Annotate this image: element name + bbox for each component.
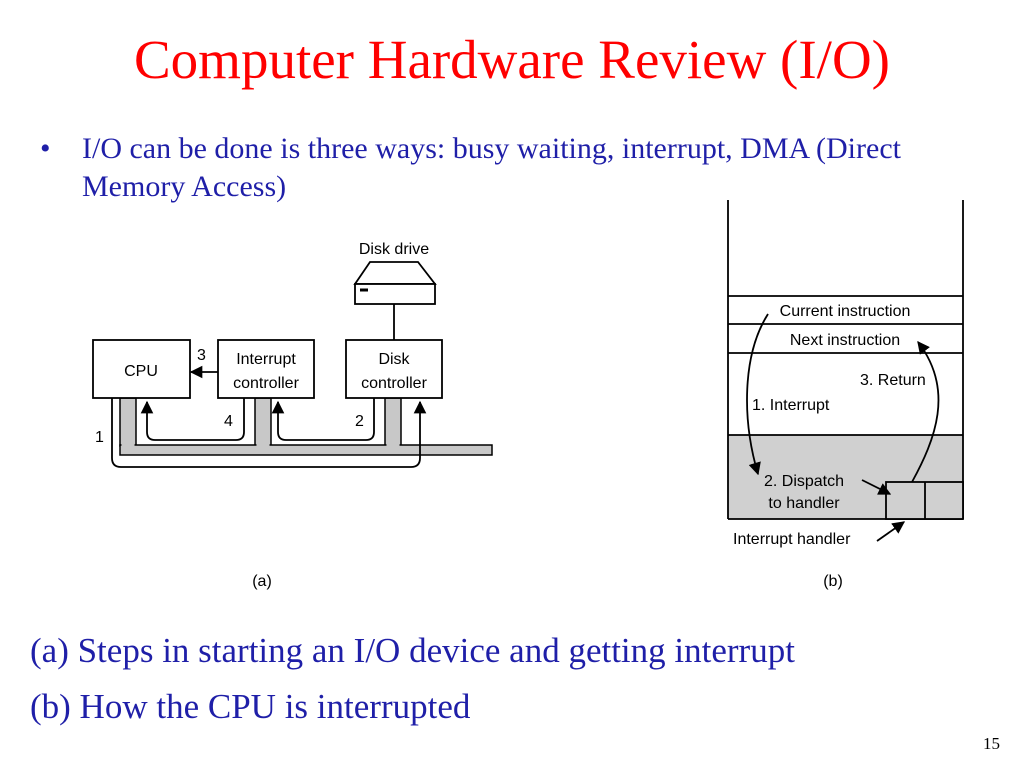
interrupt-handler-label: Interrupt handler bbox=[733, 531, 851, 548]
next-instruction-label: Next instruction bbox=[790, 332, 900, 349]
bullet-text: I/O can be done is three ways: busy wait… bbox=[82, 132, 901, 203]
caption-b: (b) How the CPU is interrupted bbox=[30, 687, 471, 726]
diagram-b: Current instruction Next instruction 1. … bbox=[727, 200, 964, 590]
interrupt-controller-label-2: controller bbox=[233, 375, 299, 392]
step-4-label: 4 bbox=[224, 413, 233, 430]
page-number: 15 bbox=[983, 734, 1000, 753]
arrow-interrupt-handler bbox=[876, 521, 906, 542]
disk-drive-icon bbox=[353, 261, 437, 305]
arrow-step-1 bbox=[111, 398, 427, 468]
interrupt-step-label: 1. Interrupt bbox=[752, 397, 830, 414]
disk-controller-box bbox=[345, 339, 443, 399]
current-instruction-label: Current instruction bbox=[780, 303, 911, 320]
step-2-label: 2 bbox=[355, 413, 364, 430]
arrow-return bbox=[911, 341, 940, 483]
bullet-dot-icon: • bbox=[40, 132, 51, 165]
arrow-step-4 bbox=[140, 398, 245, 441]
step-3-label: 3 bbox=[197, 347, 206, 364]
diagram-b-label: (b) bbox=[823, 573, 843, 590]
diagram-a-label: (a) bbox=[252, 573, 272, 590]
slide-title: Computer Hardware Review (I/O) bbox=[134, 29, 890, 90]
step-1-label: 1 bbox=[95, 429, 104, 446]
disk-controller-label-1: Disk bbox=[378, 351, 410, 368]
diagram-a: CPU Interrupt controller Disk controller… bbox=[92, 241, 493, 590]
return-step-label: 3. Return bbox=[860, 372, 926, 389]
arrow-interrupt bbox=[746, 313, 769, 476]
cpu-label: CPU bbox=[124, 363, 158, 380]
arrow-dispatch bbox=[861, 479, 892, 495]
system-bus bbox=[119, 397, 493, 456]
arrow-step-2 bbox=[271, 398, 375, 441]
caption-a: (a) Steps in starting an I/O device and … bbox=[30, 631, 795, 670]
dispatch-label-2: to handler bbox=[768, 495, 840, 512]
interrupt-controller-label-1: Interrupt bbox=[236, 351, 296, 368]
disk-drive-label: Disk drive bbox=[359, 241, 429, 258]
interrupt-controller-box bbox=[217, 339, 315, 399]
disk-controller-label-2: controller bbox=[361, 375, 427, 392]
dispatch-label-1: 2. Dispatch bbox=[764, 473, 844, 490]
